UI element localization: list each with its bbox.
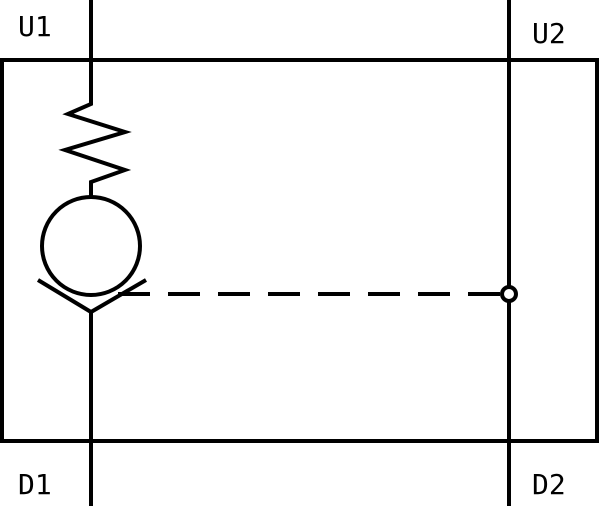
check-ball-icon: [40, 195, 142, 297]
spring-icon: [58, 100, 132, 196]
port-label-d2: D2: [532, 468, 566, 501]
valve-seat-icon: [36, 278, 148, 315]
port-label-u1: U1: [18, 10, 52, 43]
port-label-d1: D1: [18, 468, 52, 501]
valve-body-outline: [0, 58, 599, 443]
port-label-u2: U2: [532, 17, 566, 50]
pilot-junction-icon: [500, 285, 518, 303]
